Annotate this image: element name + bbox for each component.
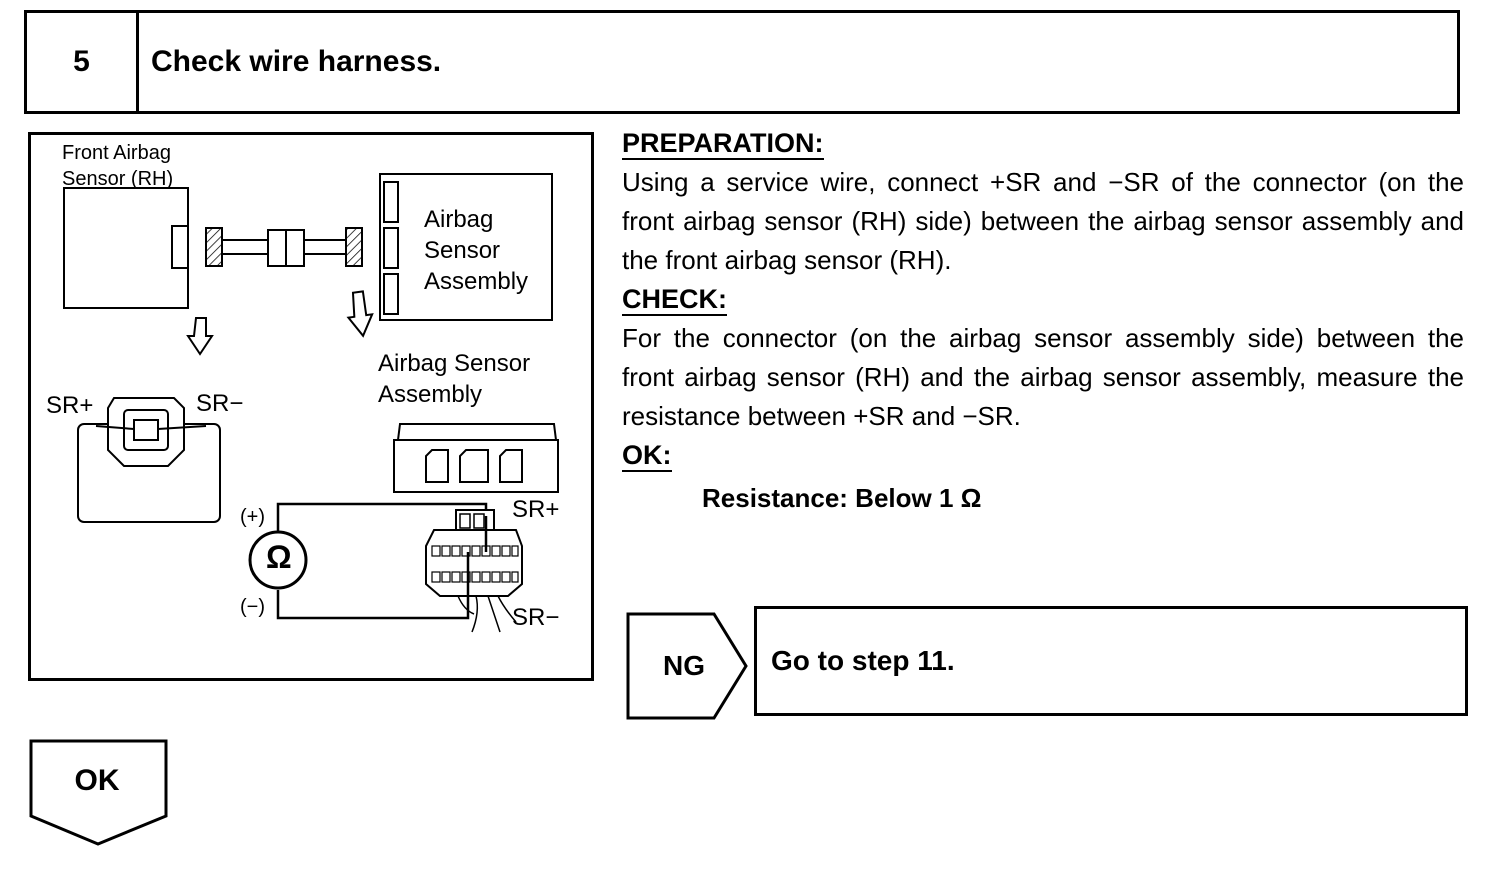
ohmmeter [248, 530, 308, 590]
harness-plug-left [205, 227, 223, 267]
diagram-drawing [28, 132, 594, 681]
ng-action: Go to step 11. [754, 606, 1468, 716]
front-sensor-connector [171, 225, 189, 269]
ok-label: OK [74, 764, 120, 797]
harness-joint-left [267, 229, 287, 267]
harness-joint-right [285, 229, 305, 267]
ng-arrow-shape [626, 612, 748, 720]
step-title: Check wire harness. [151, 45, 442, 78]
preparation-text: Using a service wire, connect +SR and −S… [622, 167, 1464, 275]
ng-label: NG [663, 650, 705, 681]
harness-plug-right [345, 227, 363, 267]
meter-minus-label: (−) [240, 596, 265, 618]
preparation-heading: PREPARATION: [622, 128, 824, 160]
assembly-body [379, 173, 553, 321]
wiring-diagram: Front Airbag Sensor (RH) Airbag Sensor A… [28, 132, 596, 684]
check-heading: CHECK: [622, 284, 727, 316]
assembly-connector-block [393, 439, 559, 493]
front-sensor-label: Front Airbag Sensor (RH) [62, 142, 174, 190]
instructions: PREPARATION: Using a service wire, conne… [622, 124, 1464, 518]
arrow-down-left [186, 317, 214, 356]
sr-plus-left-label: SR+ [46, 392, 94, 419]
ohm-icon: Ω [266, 539, 292, 575]
step-number: 5 [27, 13, 139, 111]
assembly-label-lower: Airbag Sensor Assembly [378, 350, 531, 408]
assembly-connector-detail [425, 529, 523, 597]
resistance-spec: Resistance: Below 1 Ω [702, 483, 982, 513]
assembly-label: Airbag Sensor Assembly [424, 206, 529, 295]
sr-minus-left-label: SR− [196, 390, 244, 417]
check-text: For the connector (on the airbag sensor … [622, 323, 1464, 431]
arrow-down-right [346, 290, 374, 338]
diagram-frame [28, 132, 594, 681]
step-header: 5 Check wire harness. [24, 10, 1460, 114]
ok-arrow-shape [29, 739, 168, 846]
meter-plus-label: (+) [240, 506, 265, 528]
sr-plus-right-label: SR+ [512, 496, 560, 523]
ok-heading: OK: [622, 440, 672, 472]
front-sensor-body [63, 187, 189, 309]
sr-minus-right-label: SR− [512, 604, 560, 631]
